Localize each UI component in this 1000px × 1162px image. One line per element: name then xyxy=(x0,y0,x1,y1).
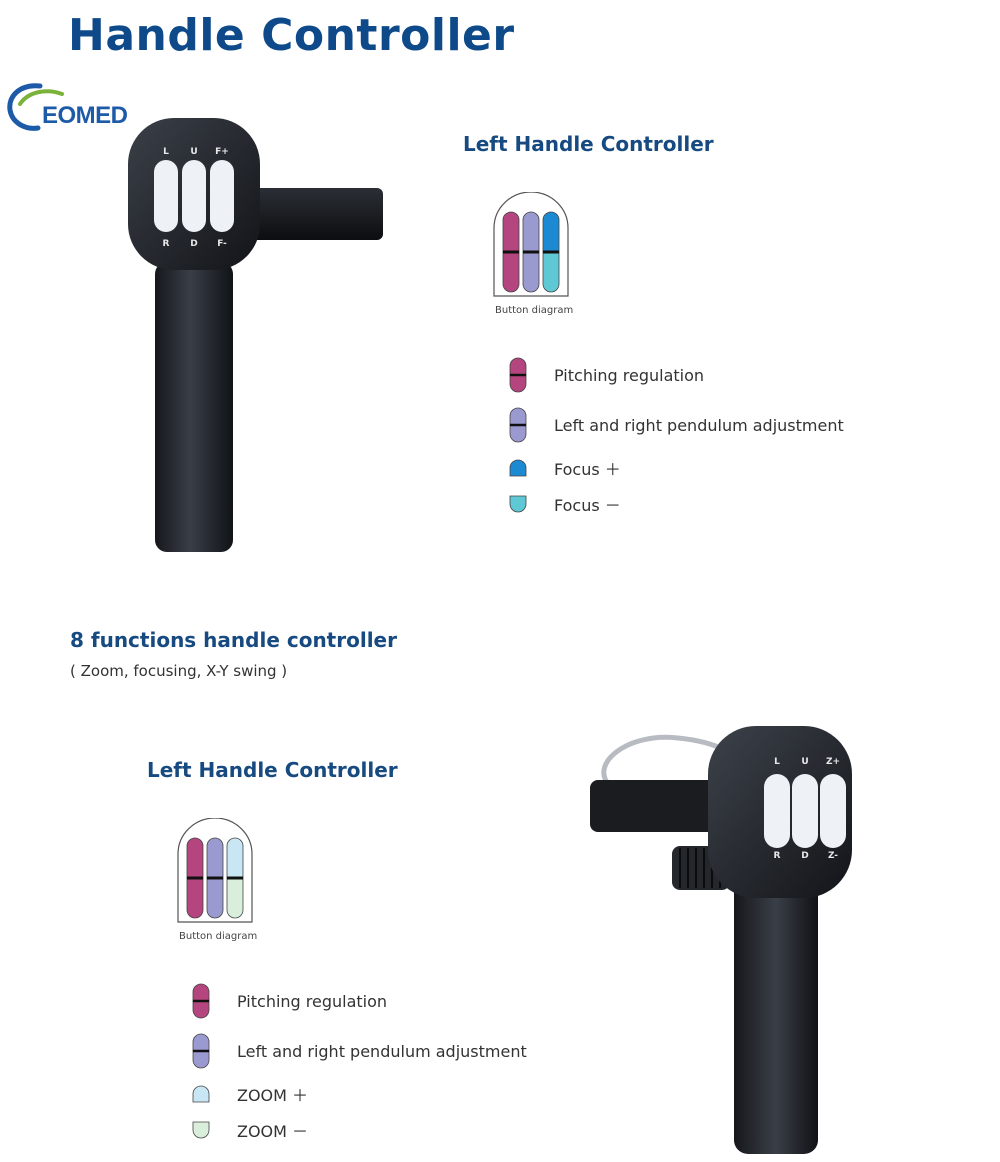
full-capsule-icon xyxy=(191,1033,211,1069)
legend-item: Left and right pendulum adjustment xyxy=(191,1026,527,1076)
device-label: R xyxy=(163,239,170,249)
functions-heading: 8 functions handle controller xyxy=(70,628,397,652)
cable xyxy=(245,188,383,240)
left-handle-controller-photo: L U F+ R D F- xyxy=(128,118,383,552)
section-heading: Left Handle Controller xyxy=(463,132,714,156)
device-button-group xyxy=(154,160,234,232)
full-capsule-icon xyxy=(508,407,528,443)
device-label: Z- xyxy=(828,851,838,861)
device-button-group xyxy=(764,774,846,848)
bottom-half-icon xyxy=(508,495,528,513)
full-capsule-icon xyxy=(191,983,211,1019)
button-diagram-graphic xyxy=(493,191,569,297)
bottom-half-icon xyxy=(191,1121,211,1139)
legend-label: Left and right pendulum adjustment xyxy=(237,1041,527,1061)
device-label: L xyxy=(774,757,780,767)
legend-label: ZOOM － xyxy=(237,1122,309,1141)
brand-name: EOMED xyxy=(42,102,128,129)
diagram-button xyxy=(502,211,520,293)
diagram-button xyxy=(206,837,224,919)
eight-function-handle-controller-photo: L U Z+ R D Z- xyxy=(590,726,852,1154)
top-half-icon xyxy=(191,1085,211,1103)
legend-item: Pitching regulation xyxy=(191,976,527,1026)
legend-item: Focus ＋ xyxy=(508,450,844,486)
legend-label: Pitching regulation xyxy=(554,365,705,385)
brand-logo: EOMED xyxy=(6,78,136,138)
diagram-button xyxy=(522,211,540,293)
device-label: R xyxy=(774,851,781,861)
legend-label: Focus ＋ xyxy=(554,460,621,479)
handle-shaft xyxy=(734,864,818,1154)
device-label: D xyxy=(190,239,197,249)
legend-label: Focus － xyxy=(554,496,621,515)
device-label: U xyxy=(190,147,197,157)
legend-label: Left and right pendulum adjustment xyxy=(554,415,844,435)
diagram-caption: Button diagram xyxy=(495,305,574,316)
device-label: U xyxy=(801,757,808,767)
full-capsule-icon xyxy=(508,357,528,393)
diagram-button xyxy=(542,211,560,293)
diagram-caption: Button diagram xyxy=(179,931,258,942)
button-diagram xyxy=(177,817,253,923)
device-label: D xyxy=(801,851,808,861)
device-label: F+ xyxy=(215,147,229,157)
device-label: Z+ xyxy=(826,757,840,767)
diagram-button xyxy=(186,837,204,919)
functions-subtitle: ( Zoom, focusing, X-Y swing ) xyxy=(70,662,288,680)
device-label: F- xyxy=(217,239,227,249)
legend-item: Left and right pendulum adjustment xyxy=(508,400,844,450)
button-diagram xyxy=(493,191,569,297)
legend-item: ZOOM － xyxy=(191,1112,527,1148)
logo-swoosh-icon xyxy=(7,83,64,131)
legend-item: Pitching regulation xyxy=(508,350,844,400)
legend-label: Pitching regulation xyxy=(237,991,388,1011)
legend-item: ZOOM ＋ xyxy=(191,1076,527,1112)
legend-label: ZOOM ＋ xyxy=(237,1086,309,1105)
button-diagram-graphic xyxy=(177,817,253,923)
top-half-icon xyxy=(508,459,528,477)
device-label: L xyxy=(163,147,169,157)
diagram-button xyxy=(226,837,244,919)
handle-shaft xyxy=(155,262,233,552)
page-title: Handle Controller xyxy=(68,10,515,61)
legend-item: Focus － xyxy=(508,486,844,522)
section-heading: Left Handle Controller xyxy=(147,758,398,782)
cable xyxy=(590,780,720,832)
